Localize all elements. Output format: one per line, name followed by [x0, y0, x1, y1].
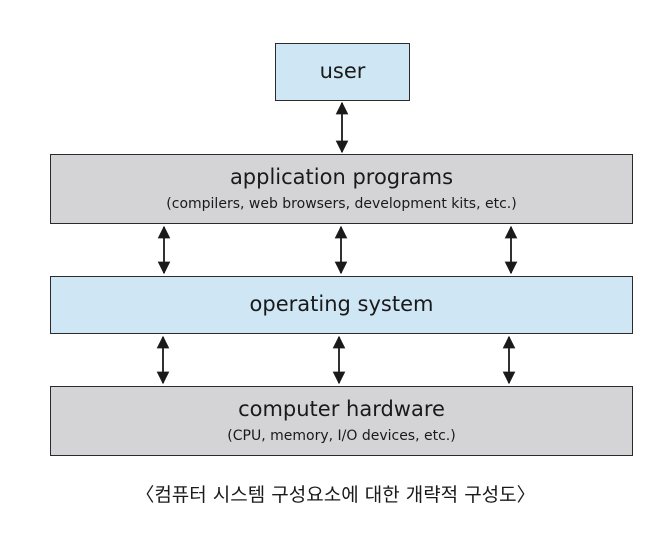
operating-system-label: operating system: [249, 292, 434, 317]
computer-hardware-box: computer hardware (CPU, memory, I/O devi…: [50, 386, 633, 456]
user-box: user: [275, 43, 410, 101]
computer-hardware-detail: (CPU, memory, I/O devices, etc.): [227, 428, 456, 445]
application-programs-box: application programs (compilers, web bro…: [50, 154, 633, 224]
user-label: user: [319, 59, 366, 84]
computer-hardware-label: computer hardware: [238, 397, 445, 421]
application-programs-detail: (compilers, web browsers, development ki…: [166, 196, 517, 213]
figure-caption: 〈컴퓨터 시스템 구성요소에 대한 개략적 구성도〉: [135, 484, 536, 506]
application-programs-label: application programs: [229, 165, 454, 189]
operating-system-box: operating system: [50, 276, 633, 334]
